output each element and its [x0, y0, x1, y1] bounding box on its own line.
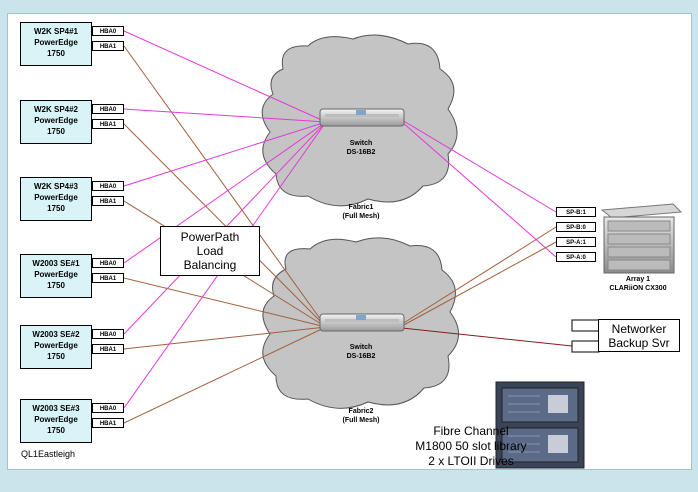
hba-port: HBA0 — [92, 104, 124, 114]
array-port: SP-A:1 — [556, 237, 596, 247]
fabric2-label: Fabric2 (Full Mesh) — [326, 407, 396, 425]
switch1-model: DS-16B2 — [346, 149, 376, 156]
array-port: SP-A:0 — [556, 252, 596, 262]
array-port: SP-B:1 — [556, 207, 596, 217]
powerpath-line3: Balancing — [183, 258, 237, 272]
hba-port: HBA1 — [92, 273, 124, 283]
hba-port: HBA1 — [92, 41, 124, 51]
powerpath-line1: PowerPath — [180, 230, 240, 244]
host-line1: W2K SP4#2 — [33, 105, 79, 114]
hba-port: HBA1 — [92, 344, 124, 354]
hba-port: HBA0 — [92, 181, 124, 191]
switch2-device — [319, 313, 405, 332]
hba-port: HBA0 — [92, 403, 124, 413]
fabric2-name: Fabric2 — [348, 408, 374, 415]
fabric1-link — [123, 121, 327, 264]
powerpath-line2: Load — [196, 244, 224, 258]
fabric2-link — [123, 326, 327, 350]
host-line2: PowerEdge — [34, 270, 78, 279]
storage-array-image — [600, 203, 683, 274]
host-line3: 1750 — [47, 204, 65, 213]
library-label: Fibre Channel M1800 50 slot library 2 x … — [396, 424, 546, 469]
fabric1-array-link — [401, 121, 557, 258]
host-line3: 1750 — [47, 49, 65, 58]
host-line1: W2003 SE#1 — [32, 259, 80, 268]
switch1-device — [319, 108, 405, 127]
san-topology-diagram — [123, 30, 683, 469]
networker-port-2 — [571, 340, 600, 353]
fabric2-link — [123, 326, 327, 424]
host-line2: PowerEdge — [34, 341, 78, 350]
powerpath-box: PowerPath Load Balancing — [160, 226, 260, 276]
switch2-model: DS-16B2 — [346, 353, 376, 360]
hba-port: HBA1 — [92, 196, 124, 206]
host-line3: 1750 — [47, 352, 65, 361]
switch1-label: Switch DS-16B2 — [328, 139, 394, 157]
host-line2: PowerEdge — [34, 38, 78, 47]
networker-line2: Backup Svr — [608, 336, 670, 350]
array-label: Array 1 CLARiiON CX300 — [592, 275, 684, 293]
library-line3: 2 x LTOII Drives — [428, 454, 514, 468]
fabric1-link — [123, 108, 327, 123]
fabric2-link — [123, 45, 327, 328]
hba-port: HBA0 — [92, 26, 124, 36]
fabric2-mesh: (Full Mesh) — [342, 417, 380, 424]
switch1-name: Switch — [349, 140, 373, 147]
array-model: CLARiiON CX300 — [609, 285, 667, 292]
host-line1: W2003 SE#2 — [32, 330, 80, 339]
fabric2-array-link — [401, 241, 557, 327]
fabric1-array-link — [401, 119, 557, 213]
fabric1-link — [123, 121, 327, 187]
networker-box: Networker Backup Svr — [598, 319, 680, 352]
networker-line1: Networker — [611, 322, 667, 336]
tape-library-image — [495, 381, 585, 469]
switch2-name: Switch — [349, 344, 373, 351]
site-label: QL1Eastleigh — [21, 449, 76, 459]
fabric2-link — [123, 123, 327, 328]
host-line2: PowerEdge — [34, 193, 78, 202]
host-line2: PowerEdge — [34, 415, 78, 424]
hba-port: HBA1 — [92, 418, 124, 428]
hba-port: HBA0 — [92, 329, 124, 339]
library-line1: Fibre Channel — [433, 424, 509, 438]
fabric2-array-link — [401, 226, 557, 325]
hba-port: HBA1 — [92, 119, 124, 129]
host-line1: W2K SP4#1 — [33, 27, 79, 36]
host-line3: 1750 — [47, 281, 65, 290]
fabric2-link — [123, 277, 327, 328]
backup-link — [401, 327, 573, 347]
fabric1-label: Fabric1 (Full Mesh) — [326, 203, 396, 221]
host-line2: PowerEdge — [34, 116, 78, 125]
host-line1: W2003 SE#3 — [32, 404, 80, 413]
fabric1-name: Fabric1 — [348, 204, 374, 211]
array-name: Array 1 — [625, 276, 651, 283]
hba-port: HBA0 — [92, 258, 124, 268]
networker-port-1 — [571, 319, 600, 332]
fabric1-link — [123, 30, 327, 123]
array-port: SP-B:0 — [556, 222, 596, 232]
host-line1: W2K SP4#3 — [33, 182, 79, 191]
host-line3: 1750 — [47, 426, 65, 435]
switch2-label: Switch DS-16B2 — [328, 343, 394, 361]
fabric1-mesh: (Full Mesh) — [342, 213, 380, 220]
library-line2: M1800 50 slot library — [415, 439, 527, 453]
host-line3: 1750 — [47, 127, 65, 136]
